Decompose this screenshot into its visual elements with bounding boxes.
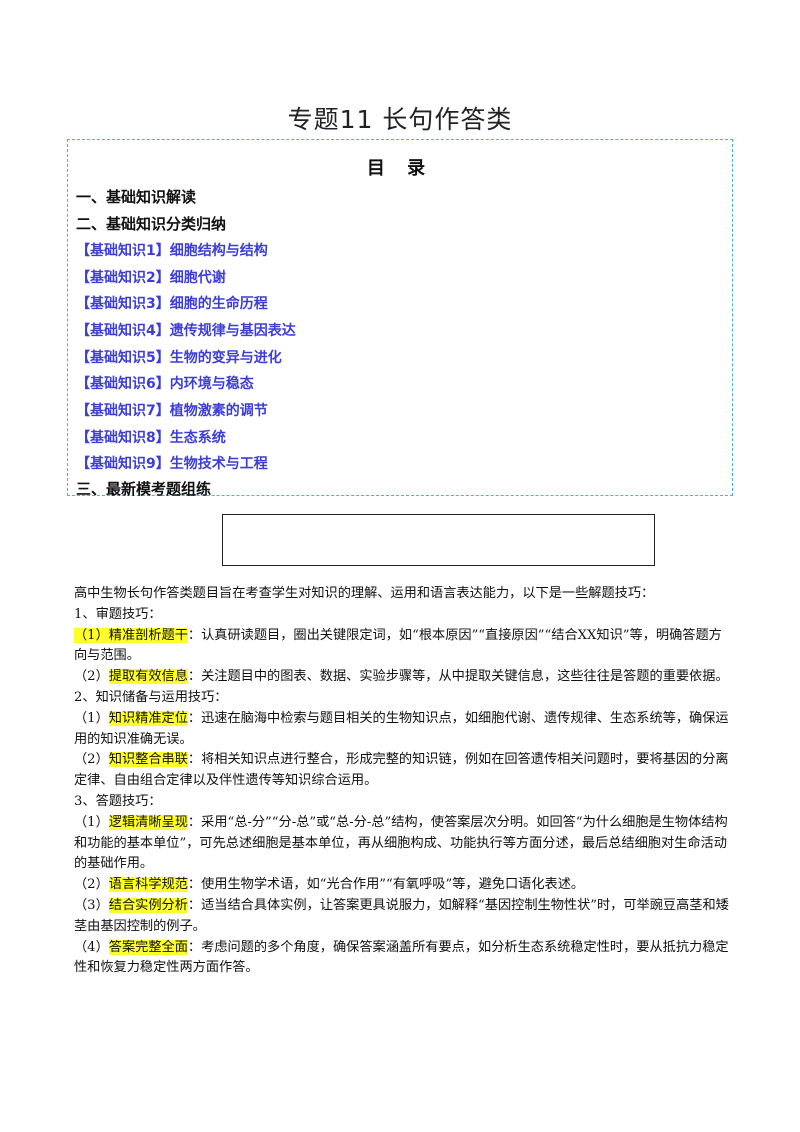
intro-paragraph: 高中生物长句作答类题目旨在考查学生对知识的理解、运用和语言表达能力，以下是一些解… bbox=[74, 586, 655, 601]
toc-link-6[interactable]: 【基础知识6】内环境与稳态 bbox=[76, 376, 254, 392]
tip-paragraph: （1）精准剖析题干：认真研读题目，圈出关键限定词，如“根本原因”“直接原因”“结… bbox=[74, 626, 734, 668]
body-text: 高中生物长句作答类题目旨在考查学生对知识的理解、运用和语言表达能力，以下是一些解… bbox=[74, 584, 734, 979]
tip-label: 知识整合串联 bbox=[108, 752, 188, 768]
tip-label: 精准剖析题干 bbox=[108, 627, 188, 643]
group-heading-3: 3、答题技巧： bbox=[74, 793, 162, 809]
tip-text: ：迅速在脑海中检索与题目相关的生物知识点，如细胞代谢、遗传规律、生态系统等，确保… bbox=[74, 710, 729, 747]
toc-section-1: 一、基础知识解读 bbox=[76, 188, 197, 206]
group-heading-2: 2、知识储备与运用技巧： bbox=[74, 689, 228, 705]
toc-link-9[interactable]: 【基础知识9】生物技术与工程 bbox=[76, 456, 268, 472]
tip-paragraph: （3）结合实例分析：适当结合具体实例，让答案更具说服力，如解释“基因控制生物性状… bbox=[74, 896, 734, 938]
toc-link-2[interactable]: 【基础知识2】细胞代谢 bbox=[76, 270, 226, 286]
group-heading-1: 1、审题技巧： bbox=[74, 606, 162, 622]
toc-link-8[interactable]: 【基础知识8】生态系统 bbox=[76, 430, 226, 446]
toc-link-7[interactable]: 【基础知识7】植物激素的调节 bbox=[76, 403, 268, 419]
tip-text: ：认真研读题目，圈出关键限定词，如“根本原因”“直接原因”“结合XX知识”等，明… bbox=[74, 627, 722, 664]
tip-label: 知识精准定位 bbox=[108, 710, 188, 726]
tip-number: （1） bbox=[74, 710, 109, 726]
tip-label: 结合实例分析 bbox=[108, 897, 188, 913]
tip-label: 语言科学规范 bbox=[108, 877, 188, 893]
tip-text: ：将相关知识点进行整合，形成完整的知识链，例如在回答遗传相关问题时，要将基因的分… bbox=[74, 752, 729, 789]
tip-number: （4） bbox=[74, 939, 109, 955]
toc-link-5[interactable]: 【基础知识5】生物的变异与进化 bbox=[76, 350, 282, 366]
toc-link-4[interactable]: 【基础知识4】遗传规律与基因表达 bbox=[76, 323, 296, 339]
tip-text: ：使用生物学术语，如“光合作用”“有氧呼吸”等，避免口语化表述。 bbox=[187, 877, 585, 893]
tip-label: 答案完整全面 bbox=[108, 939, 188, 955]
toc-section-3: 三、最新模考题组练 bbox=[76, 480, 212, 498]
toc-link-3[interactable]: 【基础知识3】细胞的生命历程 bbox=[76, 296, 268, 312]
tip-number: （2） bbox=[74, 669, 109, 685]
tip-text: ：考虑问题的多个角度，确保答案涵盖所有要点，如分析生态系统稳定性时，要从抵抗力稳… bbox=[74, 939, 729, 976]
tip-paragraph: （2）知识整合串联：将相关知识点进行整合，形成完整的知识链，例如在回答遗传相关问… bbox=[74, 750, 734, 792]
toc-link-1[interactable]: 【基础知识1】细胞结构与结构 bbox=[76, 243, 268, 259]
tip-text: ：适当结合具体实例，让答案更具说服力，如解释“基因控制生物性状”时，可举豌豆高茎… bbox=[74, 897, 729, 934]
document-title: 专题11 长句作答类 bbox=[287, 105, 513, 134]
tip-text: ：关注题目中的图表、数据、实验步骤等，从中提取关键信息，这些往往是答题的重要依据… bbox=[187, 669, 729, 685]
tip-paragraph: （1）逻辑清晰呈现：采用“总-分”“分-总”或“总-分-总”结构，使答案层次分明… bbox=[74, 813, 734, 875]
tip-paragraph: （2）提取有效信息：关注题目中的图表、数据、实验步骤等，从中提取关键信息，这些往… bbox=[74, 667, 734, 688]
tip-label: 提取有效信息 bbox=[108, 669, 188, 685]
tip-text: ：采用“总-分”“分-总”或“总-分-总”结构，使答案层次分明。如回答“为什么细… bbox=[74, 814, 728, 872]
tip-label: 逻辑清晰呈现 bbox=[108, 814, 188, 830]
tip-number: （3） bbox=[74, 897, 109, 913]
tip-number: （1） bbox=[74, 814, 109, 830]
tip-number: （2） bbox=[74, 877, 109, 893]
toc-heading: 目 录 bbox=[366, 158, 434, 179]
tip-paragraph: （1）知识精准定位：迅速在脑海中检索与题目相关的生物知识点，如细胞代谢、遗传规律… bbox=[74, 709, 734, 751]
tip-number: （1） bbox=[74, 627, 109, 643]
toc-section-2: 二、基础知识分类归纳 bbox=[76, 215, 227, 233]
tip-paragraph: （4）答案完整全面：考虑问题的多个角度，确保答案涵盖所有要点，如分析生态系统稳定… bbox=[74, 938, 734, 980]
tip-paragraph: （2）语言科学规范：使用生物学术语，如“光合作用”“有氧呼吸”等，避免口语化表述… bbox=[74, 875, 734, 896]
tip-number: （2） bbox=[74, 752, 109, 768]
table-of-contents: 目 录 一、基础知识解读 二、基础知识分类归纳 【基础知识1】细胞结构与结构 【… bbox=[67, 139, 733, 498]
empty-text-box bbox=[222, 514, 655, 566]
